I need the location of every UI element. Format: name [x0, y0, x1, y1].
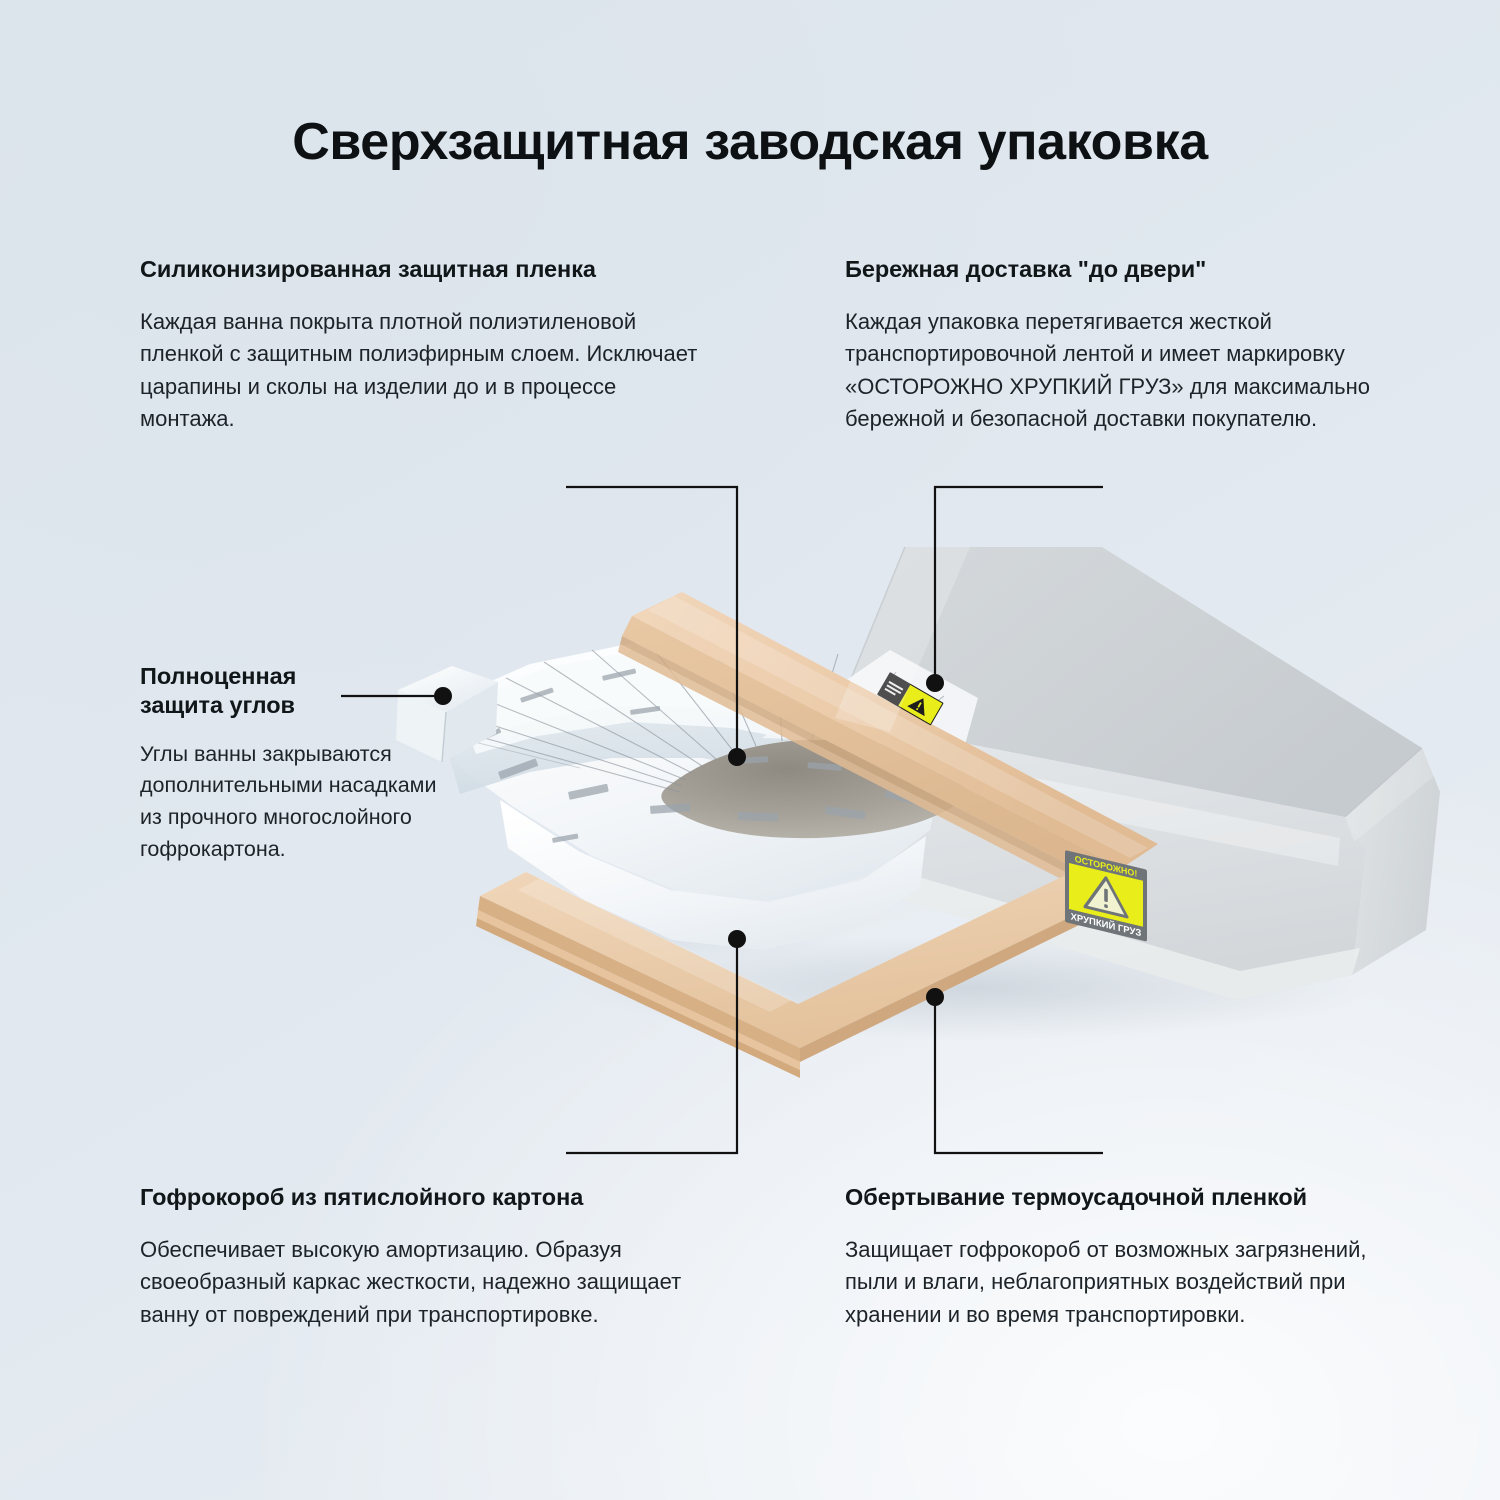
feature-heading-corner-line1: Полноценная	[140, 663, 297, 689]
feature-body-shrink-wrap: Защищает гофрокороб от возможных загрязн…	[845, 1237, 1367, 1327]
feature-block-careful-delivery: Бережная доставка "до двери" Каждая упак…	[845, 255, 1405, 435]
shrink-film-sheen-2	[1345, 748, 1434, 842]
tub-skirt	[500, 800, 926, 950]
corner-protector-seam	[441, 711, 447, 763]
kraft-band-highlight	[648, 596, 1148, 858]
kraft-base-top	[480, 872, 1122, 1048]
feature-body-careful-delivery: Каждая упаковка перетягивается жесткой т…	[845, 309, 1371, 431]
feature-block-shrink-wrap: Обертывание термоусадочной пленкой Защищ…	[845, 1183, 1415, 1331]
kraft-upper-band-edge	[622, 616, 1122, 890]
kraft-upper-band-ply1	[620, 636, 1118, 898]
box-right-face	[1345, 748, 1440, 975]
feature-block-corrugated-box: Гофрокороб из пятислойного картона Обесп…	[140, 1183, 700, 1331]
feature-body-corner-protection: Углы ванны закрываются дополнительными н…	[140, 741, 437, 861]
box-crease-right	[1344, 747, 1423, 818]
page-title: Сверхзащитная заводская упаковка	[292, 113, 1208, 171]
feature-heading-shrink-wrap: Обертывание термоусадочной пленкой	[845, 1184, 1308, 1210]
corner-protector-side	[442, 682, 498, 762]
feature-heading-corner-line2: защита углов	[140, 692, 295, 719]
feature-block-corner-protection: Полноценная защита углов Углы ванны закры…	[140, 662, 440, 865]
kraft-upper-band-top	[632, 592, 1158, 868]
feature-heading-careful-delivery: Бережная доставка "до двери"	[845, 256, 1207, 282]
kraft-cardboard-structure	[476, 592, 1158, 1078]
kraft-base-right-edge	[800, 892, 1122, 1062]
feature-heading-corner-protection: Полноценная защита углов	[140, 662, 440, 721]
packaging-illustration: ОСТОРОЖНО! ХРУПКИЙ ГРУЗ	[330, 500, 1450, 1078]
feature-heading-corrugated-box: Гофрокороб из пятислойного картона	[140, 1184, 584, 1210]
feature-body-corrugated-box: Обеспечивает высокую амортизацию. Образу…	[140, 1237, 682, 1327]
feature-heading-protective-film: Силиконизированная защитная пленка	[140, 256, 596, 282]
corner-protector-front	[396, 690, 446, 762]
feature-block-protective-film: Силиконизированная защитная пленка Кажда…	[140, 255, 700, 435]
kraft-upper-band-ply2	[618, 644, 1116, 906]
feature-body-protective-film: Каждая ванна покрыта плотной полиэтилено…	[140, 309, 698, 431]
